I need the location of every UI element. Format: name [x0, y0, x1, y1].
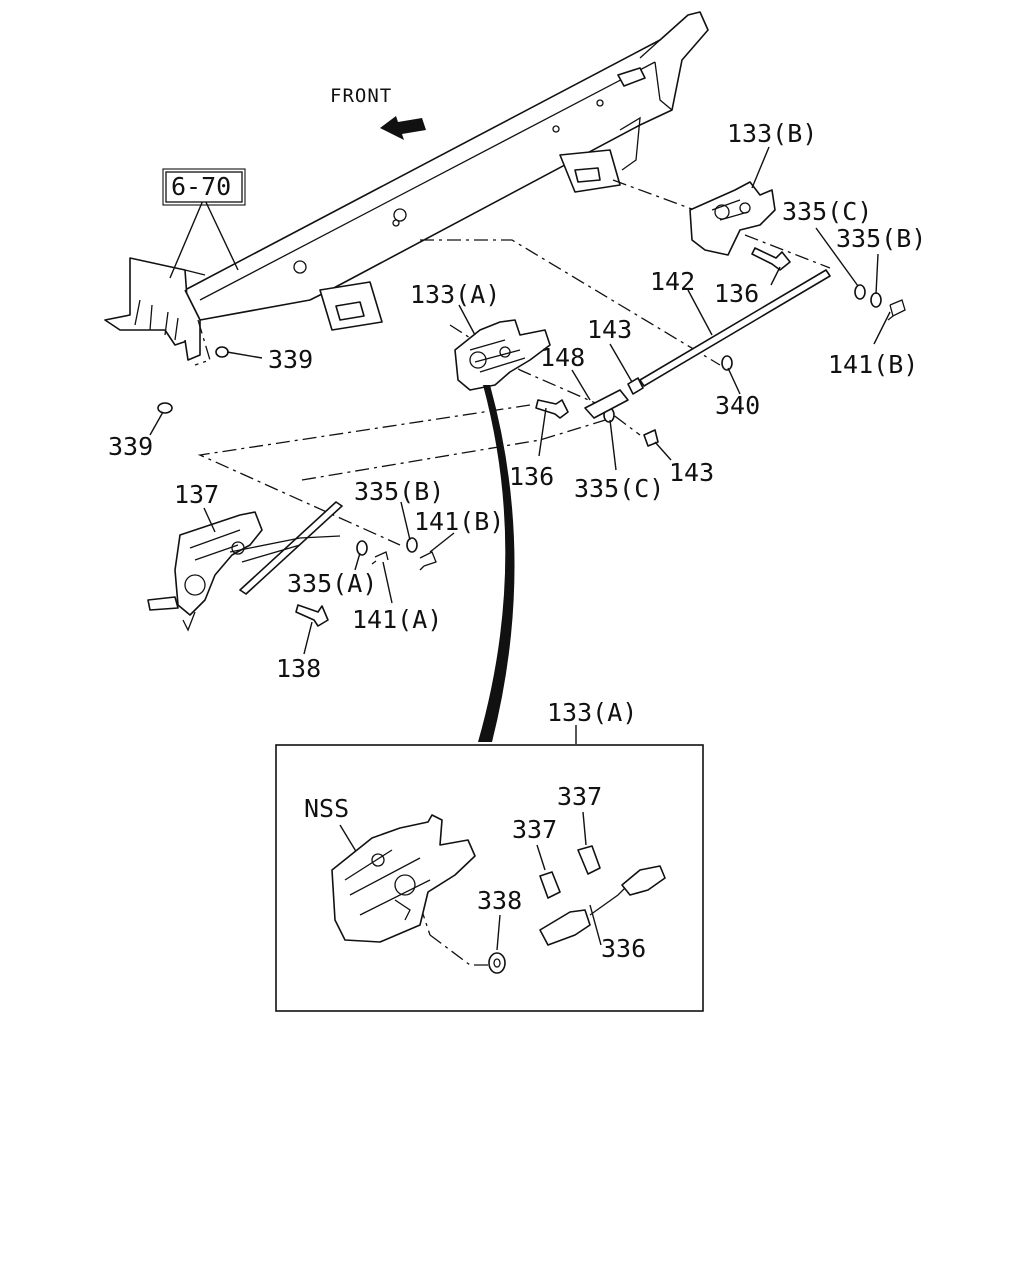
callout-143-mid: 143: [669, 458, 714, 487]
callout-133b: 133(B): [727, 119, 817, 148]
lever-133b: [689, 181, 776, 256]
callout-136-mid: 136: [509, 462, 554, 491]
callout-335b-left: 335(B): [354, 477, 444, 506]
callout-339-mid: 339: [268, 345, 313, 374]
callout-148: 148: [540, 343, 585, 372]
labels: FRONT 6-70 133(B) 335(C) 335(B) 142 136 …: [108, 85, 926, 963]
callout-340: 340: [715, 391, 760, 420]
callout-338: 338: [477, 886, 522, 915]
lever-133a: [454, 319, 551, 391]
callout-335c-top: 335(C): [782, 197, 872, 226]
callout-337-b: 337: [512, 815, 557, 844]
callout-336: 336: [601, 934, 646, 963]
callout-138: 138: [276, 654, 321, 683]
callout-337-a: 337: [557, 782, 602, 811]
side-bracket: [104, 257, 206, 361]
callout-141a: 141(A): [352, 605, 442, 634]
reference-box: [165, 171, 243, 203]
lever-137: [147, 511, 263, 632]
leader-lines: [149, 146, 891, 951]
chassis-crossmember: [184, 11, 709, 331]
callout-nss: NSS: [304, 794, 349, 823]
callout-335a: 335(A): [287, 569, 377, 598]
callout-141b-left: 141(B): [414, 507, 504, 536]
reference-box-label: 6-70: [171, 172, 231, 201]
callout-335b-top: 335(B): [836, 224, 926, 253]
detail-inset-frame: [275, 744, 704, 1012]
detail-link-curve: [478, 385, 515, 742]
front-direction-label: FRONT: [330, 85, 392, 107]
front-arrow: [380, 116, 426, 140]
reference-box-outer: [162, 168, 246, 206]
callout-335c-mid: 335(C): [574, 474, 664, 503]
rods: [229, 269, 831, 595]
callout-339-left: 339: [108, 432, 153, 461]
callout-137: 137: [174, 480, 219, 509]
callout-133a-main: 133(A): [410, 280, 500, 309]
callout-133a-inset: 133(A): [547, 698, 637, 727]
callout-143-top: 143: [587, 315, 632, 344]
callout-142: 142: [650, 267, 695, 296]
callout-136-top: 136: [714, 279, 759, 308]
callout-141b-right: 141(B): [828, 350, 918, 379]
inset-parts: [331, 814, 666, 974]
